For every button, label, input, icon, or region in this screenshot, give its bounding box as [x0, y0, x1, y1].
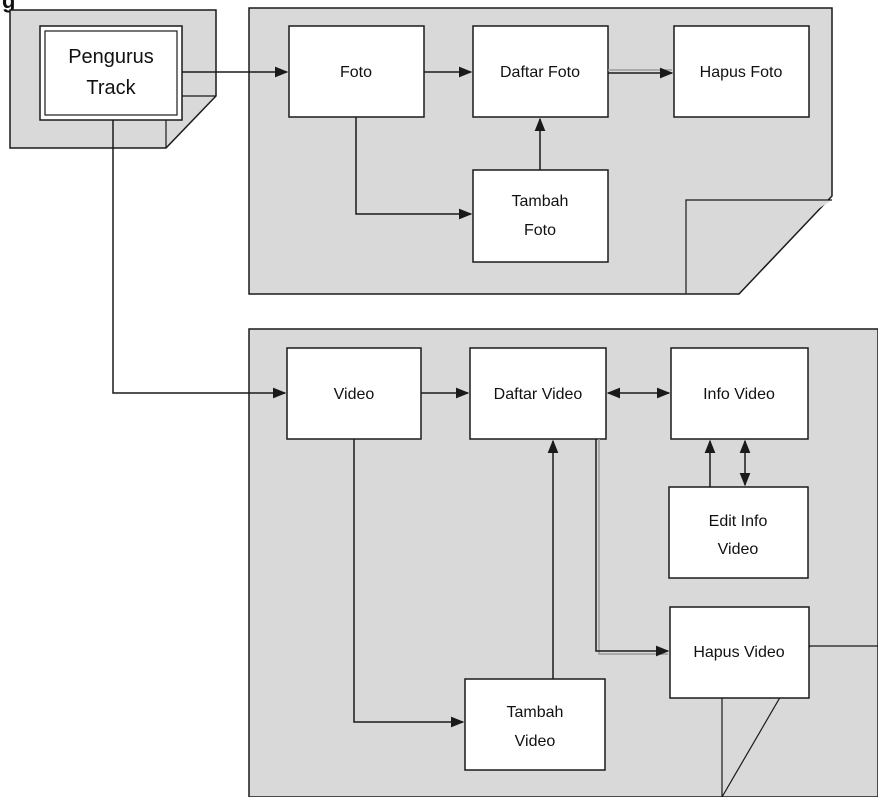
edit-info-video-label-line1: Edit Info	[709, 513, 768, 530]
foto-box[interactable]	[288, 25, 425, 118]
daftar-foto-box[interactable]	[472, 25, 609, 118]
tambah-foto-label-line2: Foto	[524, 222, 556, 239]
tambah-video-label-line2: Video	[515, 733, 556, 750]
daftar-foto-label: Daftar Foto	[500, 64, 580, 81]
tambah-video-label-line1: Tambah	[507, 704, 564, 721]
hapus-video-box[interactable]	[669, 606, 810, 699]
hapus-foto-label: Hapus Foto	[700, 64, 783, 81]
edit-info-video-box[interactable]	[668, 486, 809, 579]
arrow-foto-to-tambah-foto	[355, 117, 473, 220]
arrow-daftar-to-hapus-video	[595, 439, 670, 657]
info-video-box[interactable]	[670, 347, 809, 440]
foto-label: Foto	[340, 64, 372, 81]
tambah-video-box[interactable]	[464, 678, 606, 771]
arrow-video-to-tambah-video	[353, 439, 465, 728]
arrow-track-to-video	[112, 120, 287, 399]
arrow-daftar-to-hapus-video-shadow	[598, 439, 668, 655]
edit-info-video-label-line2: Video	[718, 541, 759, 558]
pengurus-track-box[interactable]	[44, 30, 178, 116]
foto-page-fold	[685, 199, 832, 294]
video-label: Video	[334, 386, 375, 403]
hapus-foto-box[interactable]	[673, 25, 810, 118]
pengurus-track-label-line2: Track	[86, 77, 136, 99]
video-box[interactable]	[286, 347, 422, 440]
daftar-video-box[interactable]	[469, 347, 607, 440]
tambah-foto-label-line1: Tambah	[512, 193, 569, 210]
hapus-video-label: Hapus Video	[693, 644, 784, 661]
pengurus-track-label-line1: Pengurus	[68, 46, 154, 68]
tambah-foto-box[interactable]	[472, 169, 609, 263]
daftar-video-label: Daftar Video	[494, 386, 583, 403]
info-video-label: Info Video	[703, 386, 775, 403]
